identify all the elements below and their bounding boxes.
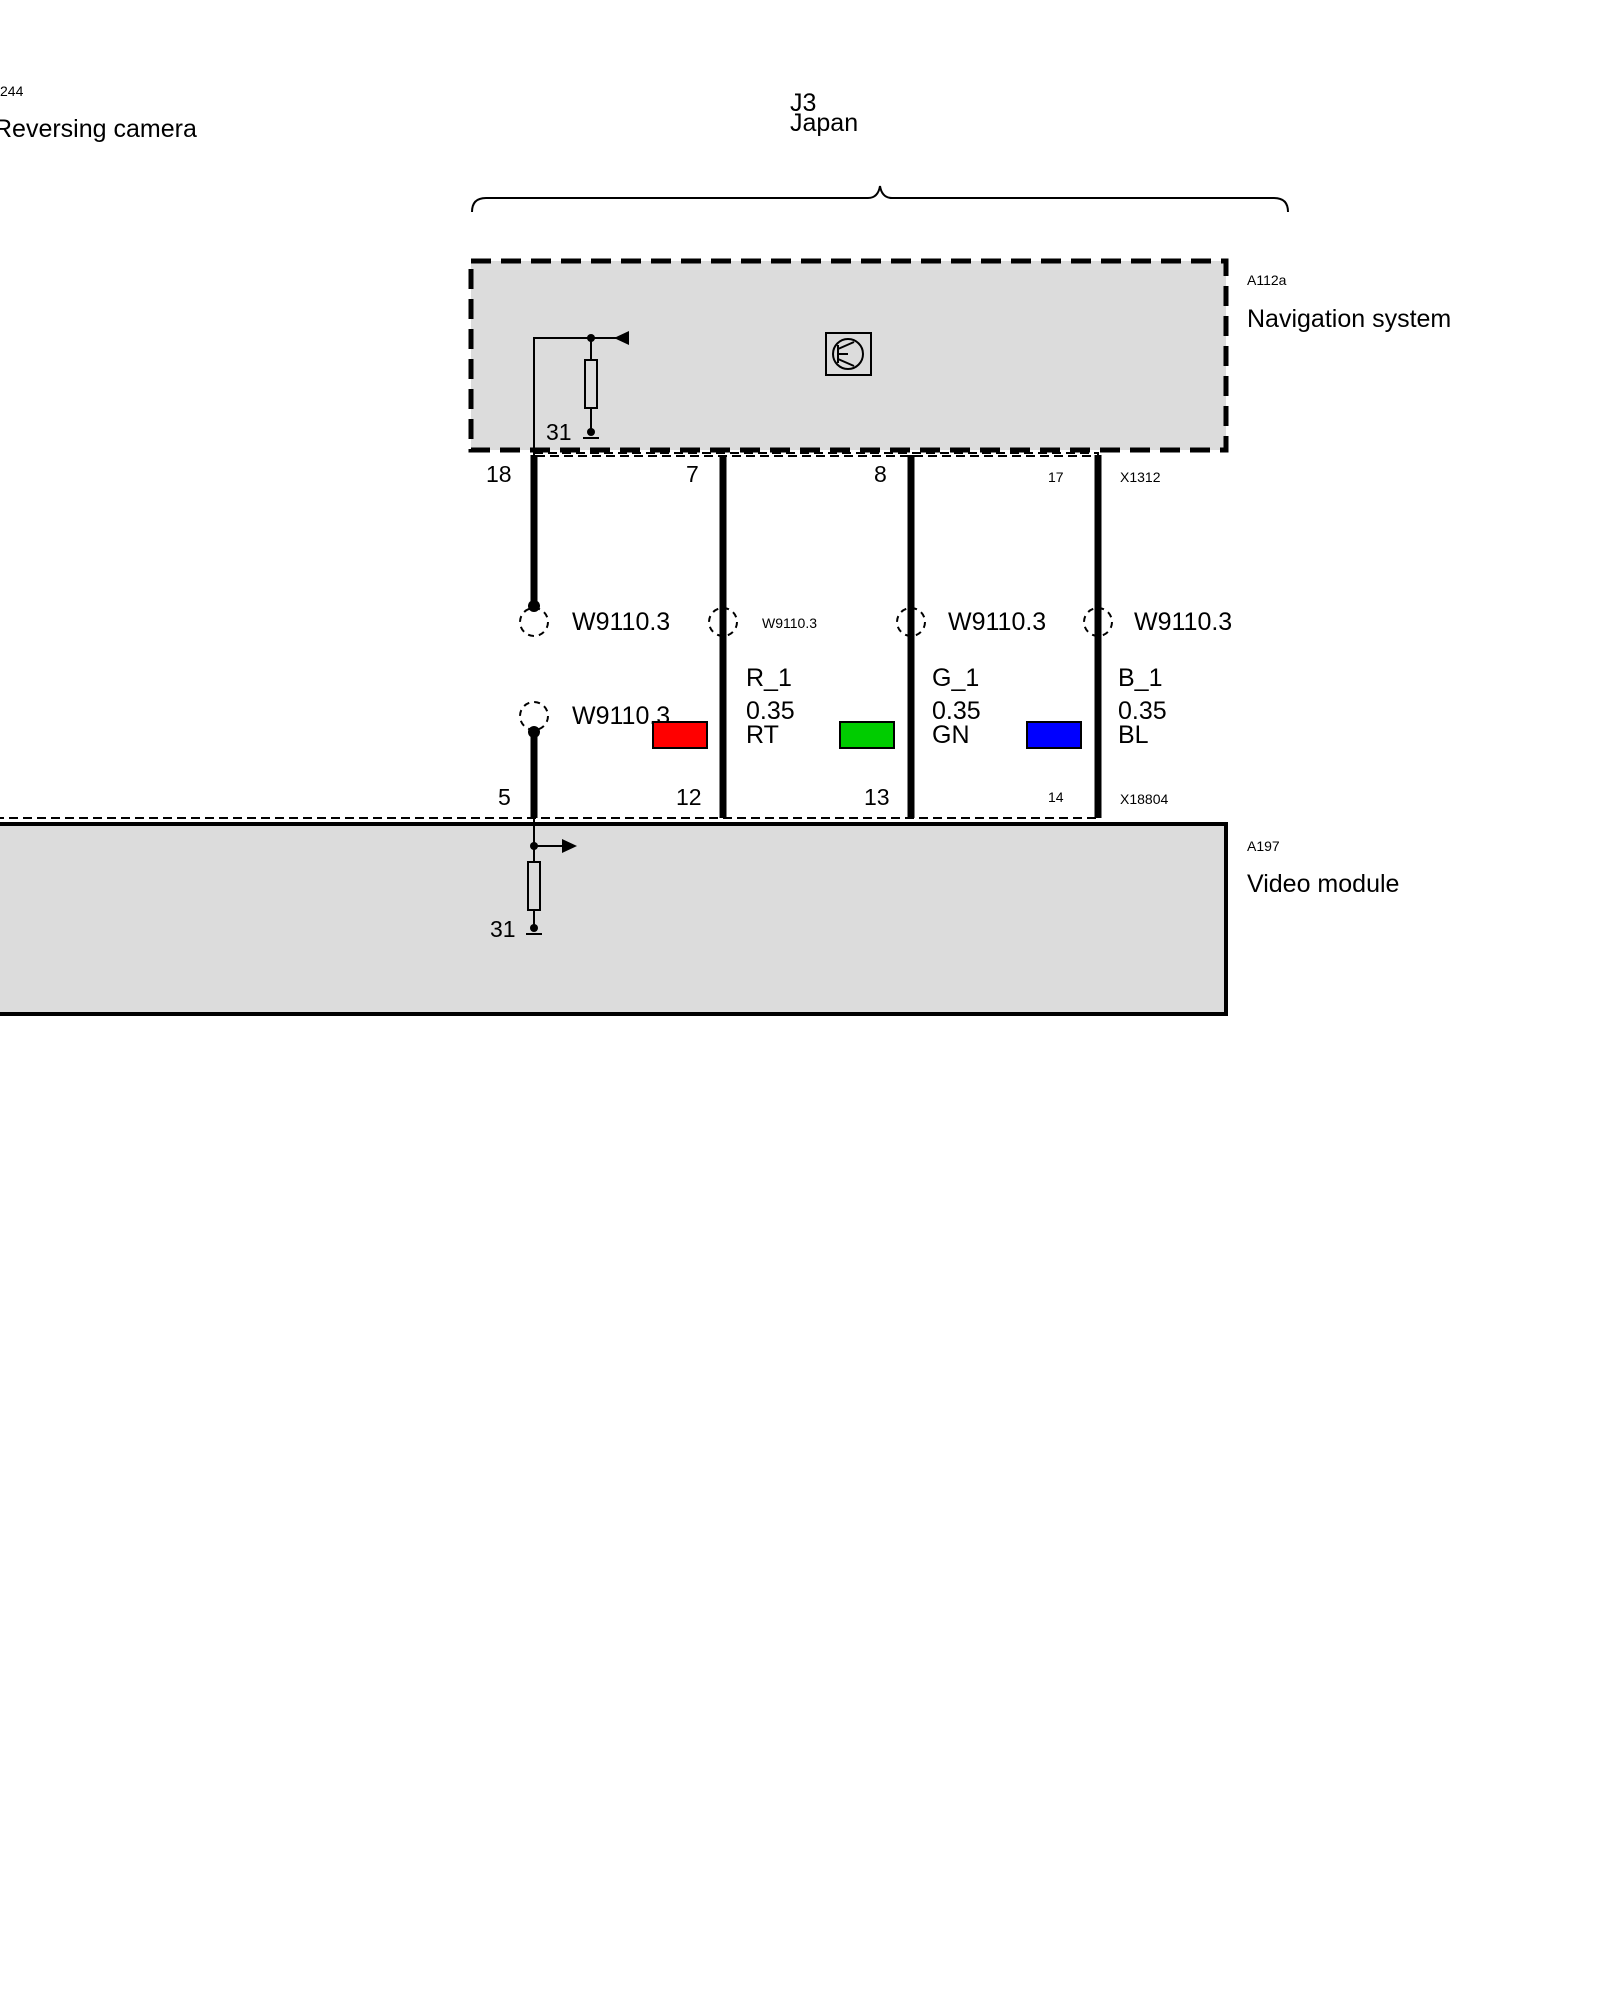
reversing-camera-label: Reversing camera xyxy=(0,115,197,143)
navigation-label: Navigation system xyxy=(1247,305,1451,333)
shield-break-icon xyxy=(519,607,549,637)
navigation-module[interactable]: 31 xyxy=(468,258,1229,456)
pin-top: 8 xyxy=(874,461,887,487)
shield-break-icon xyxy=(1083,607,1113,637)
connector-x1312 xyxy=(533,452,1099,457)
shield-label: W9110.3 xyxy=(1134,608,1232,636)
wire-color-swatch xyxy=(1026,721,1082,749)
pin-bottom: 5 xyxy=(498,784,511,810)
wire-color-swatch xyxy=(839,721,895,749)
wire-size: 0.35 xyxy=(746,697,795,725)
pin-top: 18 xyxy=(486,461,512,487)
video-module-code: A197 xyxy=(1247,838,1280,854)
signal-arrow-icon xyxy=(562,839,577,853)
shield-break-icon xyxy=(519,701,549,731)
variant-brace xyxy=(471,185,1289,213)
wire-3[interactable]: 8 13 W9110.3 G_1 0.35 GN xyxy=(839,455,1046,818)
wire-color-code: GN xyxy=(932,721,970,749)
navigation-ground-label: 31 xyxy=(546,419,572,445)
variant-code: J3 xyxy=(790,89,816,117)
wire-color-swatch xyxy=(652,721,708,749)
shield-break-icon xyxy=(896,607,926,637)
navigation-connector: X1312 xyxy=(1120,469,1161,485)
transistor-icon xyxy=(825,332,872,376)
video-ground-label: 31 xyxy=(490,916,516,942)
wire-size: 0.35 xyxy=(932,697,981,725)
pin-top: 17 xyxy=(1048,469,1064,485)
variant-label: Japan xyxy=(790,109,858,137)
signal-arrow-icon xyxy=(614,331,629,345)
pin-bottom: 14 xyxy=(1048,789,1064,805)
wire-2[interactable]: 7 12 W9110.3 R_1 0.35 RT xyxy=(652,455,817,818)
video-module[interactable]: 31 xyxy=(0,818,1228,1016)
video-module-label: Video module xyxy=(1247,870,1399,898)
navigation-code: A112a xyxy=(1247,272,1287,288)
shield-label: W9110.3 xyxy=(572,608,670,636)
pin-top: 7 xyxy=(686,461,699,487)
shield-label: W9110.3 xyxy=(948,608,1046,636)
ground-icon xyxy=(530,924,538,932)
shield-break-icon xyxy=(708,607,738,637)
wire-color-code: BL xyxy=(1118,721,1149,749)
ground-icon xyxy=(587,428,595,436)
signal-name: R_1 xyxy=(746,664,792,692)
video-connector: X18804 xyxy=(1120,791,1168,807)
reversing-camera-code: 244 xyxy=(0,83,24,99)
shield-label: W9110.3 xyxy=(762,615,817,631)
signal-name: G_1 xyxy=(932,664,979,692)
pin-bottom: 13 xyxy=(864,784,890,810)
wire-1[interactable]: 18 5 W9110.3 W9110.3 xyxy=(486,455,670,818)
wire-size: 0.35 xyxy=(1118,697,1167,725)
signal-name: B_1 xyxy=(1118,664,1162,692)
pin-bottom: 12 xyxy=(676,784,702,810)
wire-4[interactable]: 17 14 W9110.3 B_1 0.35 BL xyxy=(1026,455,1232,818)
wire-color-code: RT xyxy=(746,721,779,749)
